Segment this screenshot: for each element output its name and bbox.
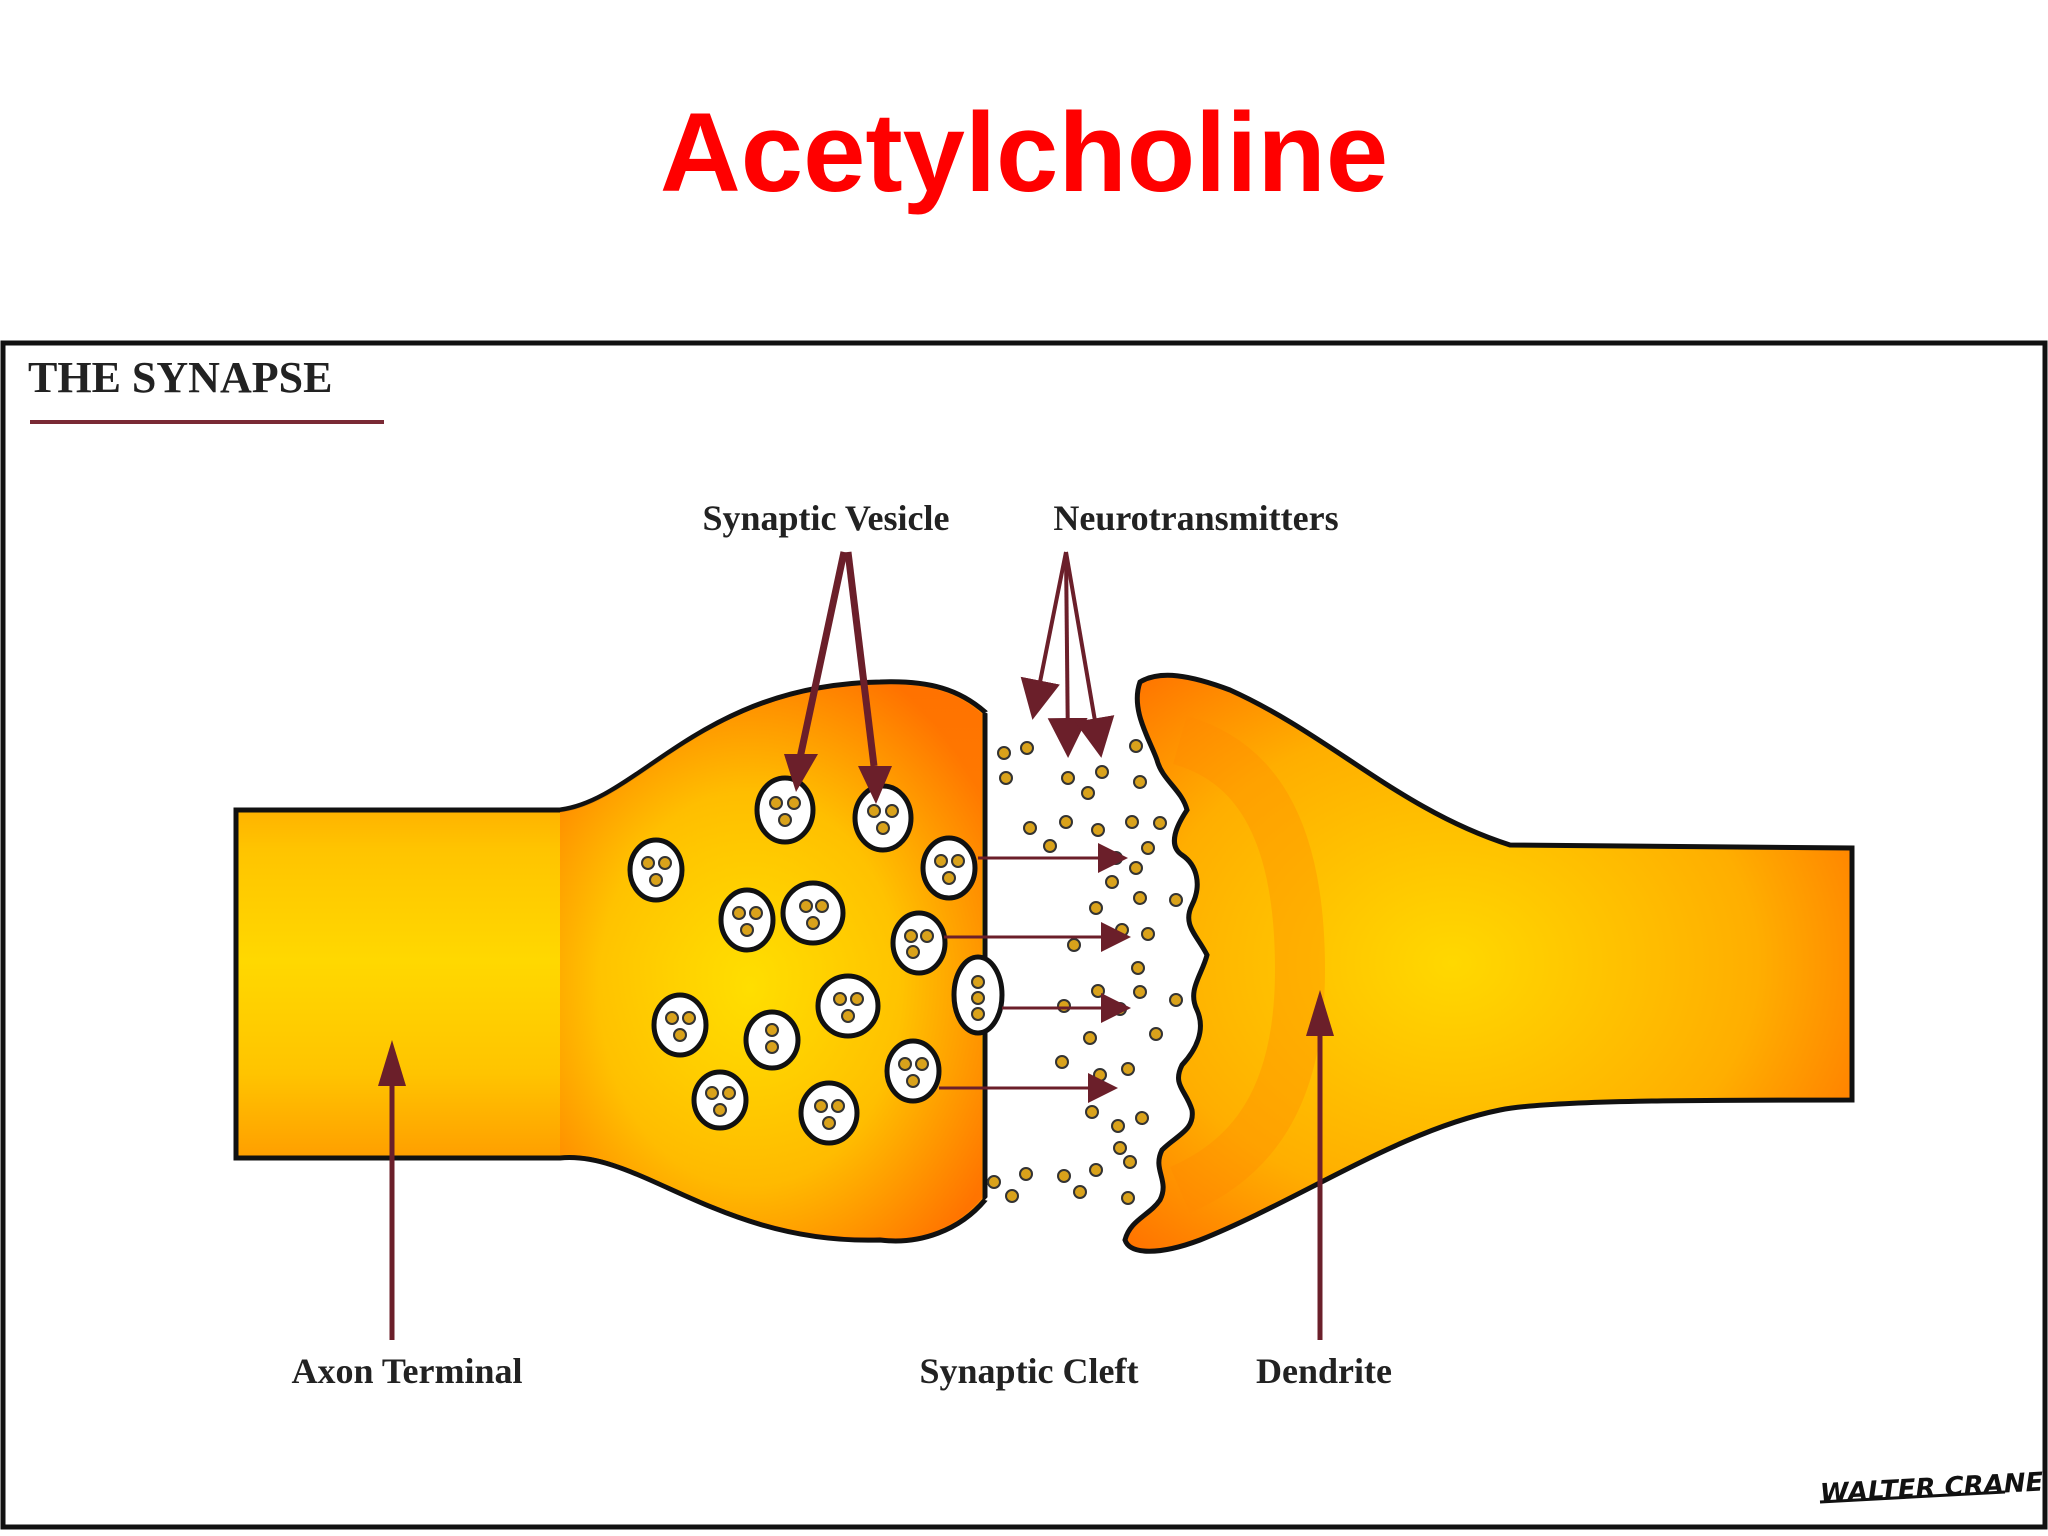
vesicle <box>884 1038 942 1104</box>
vesicle-neurotransmitters <box>641 796 985 1130</box>
vesicle <box>815 973 881 1039</box>
figure-heading: THE SYNAPSE <box>28 353 332 402</box>
synapse-diagram: THE SYNAPSE <box>0 340 2048 1530</box>
slide-title: Acetylcholine <box>659 90 1389 215</box>
vesicle <box>890 910 948 976</box>
vesicle <box>718 887 776 953</box>
synapse-figure: THE SYNAPSE <box>0 340 2048 1530</box>
vesicle <box>852 783 914 853</box>
vesicle <box>798 1080 860 1146</box>
label-synaptic-vesicle: Synaptic Vesicle <box>702 498 949 538</box>
vesicle <box>754 775 816 845</box>
dendrite-shading <box>1169 715 1326 1213</box>
synaptic-cleft-region <box>985 700 1205 1240</box>
label-axon-terminal: Axon Terminal <box>291 1351 522 1391</box>
dendrite-shape <box>1122 672 1855 1254</box>
label-neurotransmitters: Neurotransmitters <box>1053 498 1338 538</box>
label-dendrite: Dendrite <box>1256 1351 1392 1391</box>
release-arrows <box>939 843 1131 1103</box>
vesicle <box>920 835 978 901</box>
label-synaptic-cleft: Synaptic Cleft <box>920 1351 1139 1391</box>
vesicle <box>627 837 685 903</box>
vesicle <box>691 1069 749 1131</box>
vesicle <box>780 880 846 946</box>
vesicle <box>651 992 709 1058</box>
signature-underline <box>1819 1490 2006 1504</box>
label-arrows <box>378 551 1334 1340</box>
synaptic-vesicles <box>627 775 1005 1146</box>
